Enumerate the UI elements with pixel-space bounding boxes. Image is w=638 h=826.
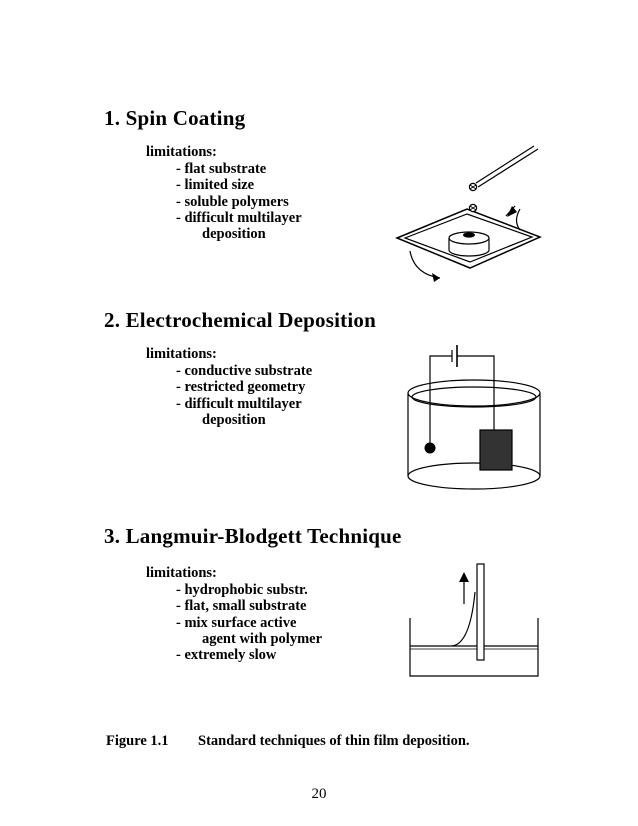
list-item: - mix surface active bbox=[176, 614, 297, 631]
list-item: - difficult multilayer bbox=[176, 395, 302, 412]
list-item: - soluble polymers bbox=[176, 193, 289, 210]
list-item-continuation: agent with polymer bbox=[202, 630, 323, 647]
langmuir-blodgett-figure bbox=[409, 563, 539, 677]
limitations-list-spin-coating: limitations: - flat substrate - limited … bbox=[146, 144, 302, 242]
list-item: - conductive substrate bbox=[176, 363, 313, 380]
list-item-continuation: deposition bbox=[202, 226, 266, 243]
list-item: - limited size bbox=[176, 177, 255, 194]
electrochemical-cell-figure bbox=[407, 345, 541, 490]
spin-coating-figure bbox=[395, 145, 542, 282]
limitations-heading: limitations: bbox=[146, 346, 217, 362]
figure-caption-text: Standard techniques of thin film deposit… bbox=[198, 733, 470, 749]
list-item: - extremely slow bbox=[176, 647, 277, 664]
list-item: - difficult multilayer bbox=[176, 209, 302, 226]
section-title-spin-coating: 1. Spin Coating bbox=[104, 106, 246, 130]
limitations-heading: limitations: bbox=[146, 144, 217, 160]
section-title-langmuir-blodgett: 3. Langmuir-Blodgett Technique bbox=[104, 524, 402, 548]
figure-caption: Figure 1.1 Standard techniques of thin fi… bbox=[106, 733, 470, 750]
limitations-heading: limitations: bbox=[146, 565, 217, 581]
list-item: - flat substrate bbox=[176, 161, 267, 178]
figure-label: Figure 1.1 bbox=[106, 733, 169, 749]
section-title-electrochemical-deposition: 2. Electrochemical Deposition bbox=[104, 308, 376, 332]
limitations-list-electrochemical: limitations: - conductive substrate - re… bbox=[146, 346, 312, 428]
list-item: - restricted geometry bbox=[176, 379, 306, 396]
list-item: - flat, small substrate bbox=[176, 598, 307, 615]
page-number: 20 bbox=[311, 786, 327, 802]
list-item: - hydrophobic substr. bbox=[176, 582, 308, 599]
limitations-list-langmuir-blodgett: limitations: - hydrophobic substr. - fla… bbox=[146, 565, 322, 663]
list-item-continuation: deposition bbox=[202, 411, 266, 428]
